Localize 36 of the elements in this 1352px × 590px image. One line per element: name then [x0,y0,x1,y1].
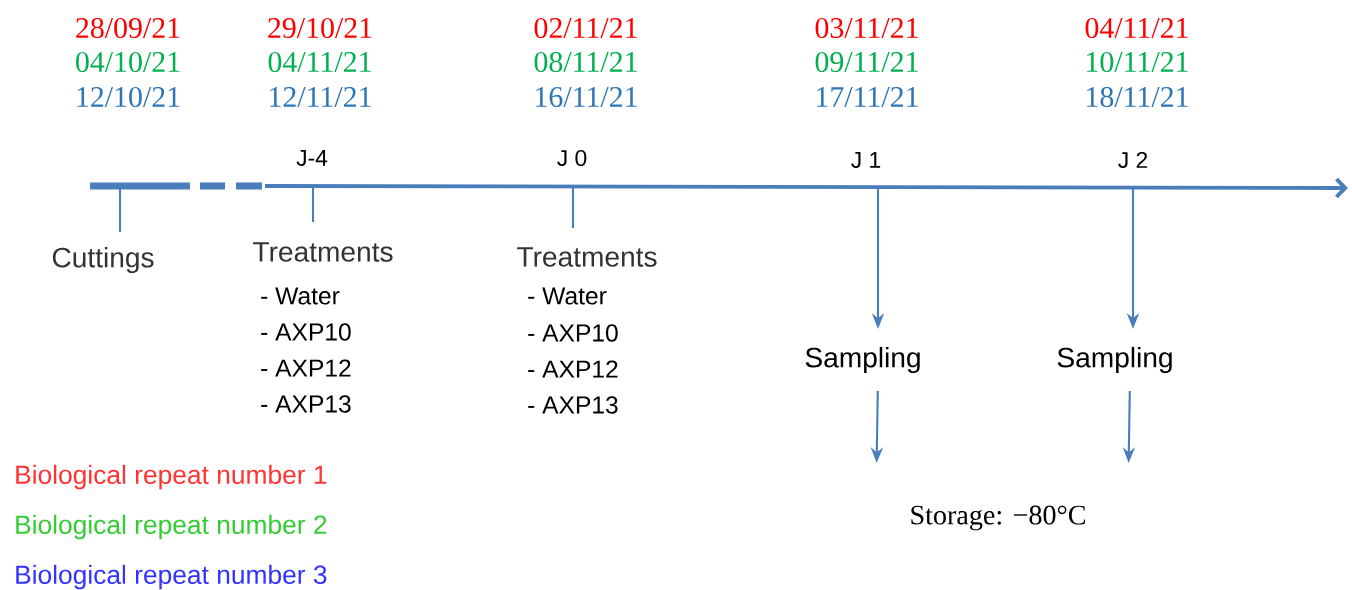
date-label: 03/11/21 [815,17,918,39]
step-label: Storage: −80°C [911,505,1085,531]
list-item: - Water [528,287,607,305]
date-label: 02/11/21 [534,17,637,39]
date-label: 04/10/21 [76,51,180,73]
date-label: 10/11/21 [1087,51,1188,73]
step-label: Treatments [253,242,393,262]
day-label: J-4 [296,150,328,166]
day-label: J 2 [1118,151,1148,169]
date-label: 18/11/21 [1087,86,1188,108]
day-label: J 0 [557,149,587,167]
date-label: 04/11/21 [1085,17,1188,39]
legend-entry: Biological repeat number 3 [16,564,327,590]
date-label: 17/11/21 [817,86,918,108]
list-item: - AXP12 [261,359,351,377]
legend-entry: Biological repeat number 2 [16,514,327,540]
list-item: - Water [261,287,340,305]
date-label: 28/09/21 [76,17,180,39]
date-label: 12/11/21 [270,86,371,108]
list-item: - AXP13 [261,395,351,413]
date-label: 16/11/21 [536,86,637,108]
list-item: - AXP10 [261,323,351,341]
legend-entry: Biological repeat number 1 [16,464,327,490]
date-label: 12/10/21 [77,86,180,108]
step-label: Sampling [1057,346,1172,374]
step-label: Treatments [517,247,657,267]
day-label: J 1 [851,152,881,168]
date-label: 29/10/21 [268,17,372,39]
date-label: 09/11/21 [815,51,918,73]
date-label: 04/11/21 [268,51,371,73]
list-item: - AXP13 [528,396,618,414]
list-item: - AXP12 [528,360,618,378]
step-label: Cuttings [52,246,154,274]
step-label: Sampling [805,346,920,374]
date-label: 08/11/21 [534,51,637,73]
list-item: - AXP10 [528,324,618,342]
